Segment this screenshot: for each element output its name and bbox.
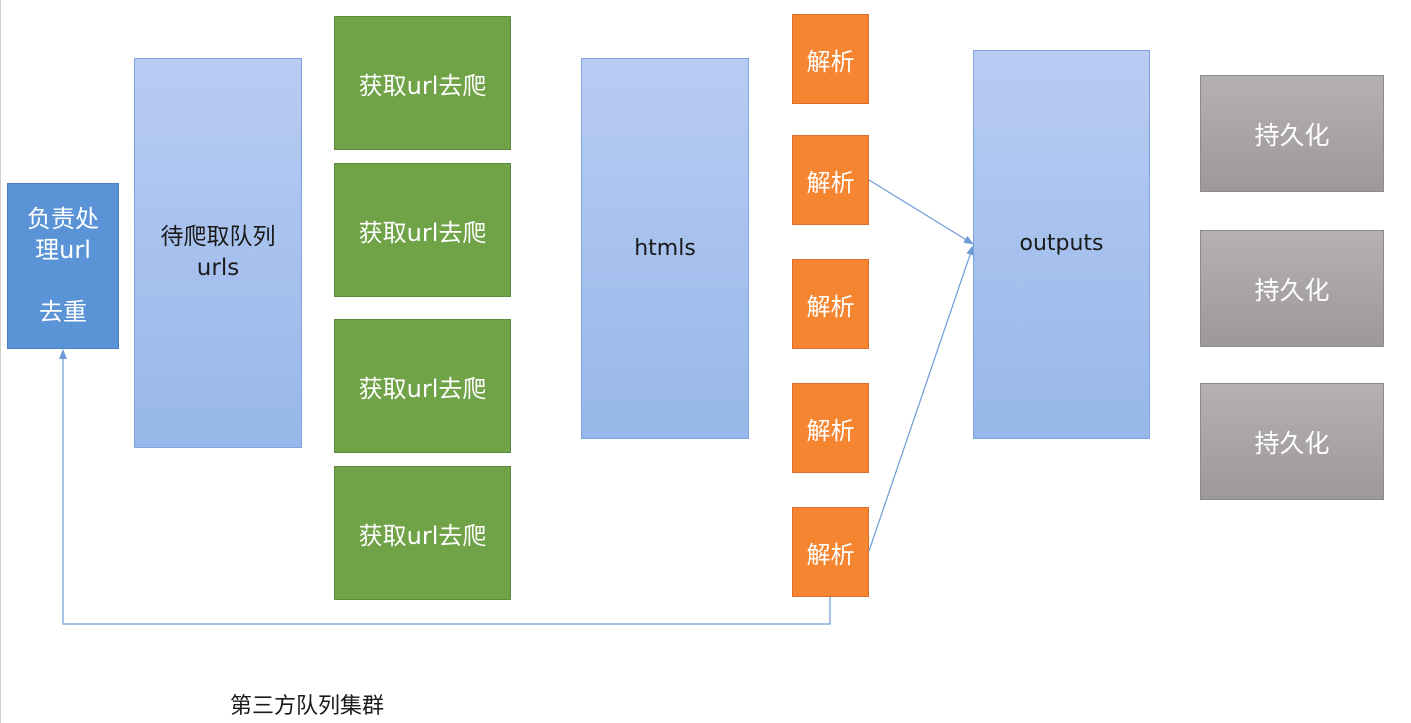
fetch-worker-box: 获取url去爬	[334, 163, 511, 297]
outputs-box: outputs	[973, 50, 1150, 439]
fetch-worker-label: 获取url去爬	[358, 374, 487, 403]
persist-label: 持久化	[1254, 120, 1330, 150]
fetch-worker-label: 获取url去爬	[358, 71, 487, 100]
parser-box: 解析	[792, 14, 869, 104]
pending-queue-label: 待爬取队列 urls	[160, 224, 276, 281]
parser-box: 解析	[792, 383, 869, 473]
persist-label: 持久化	[1254, 275, 1330, 305]
persist-box: 持久化	[1200, 383, 1384, 500]
parser-label: 解析	[806, 540, 855, 569]
persist-box: 持久化	[1200, 230, 1384, 347]
parser-box: 解析	[792, 259, 869, 349]
parser-label: 解析	[806, 168, 855, 197]
parser-label: 解析	[806, 47, 855, 76]
persist-label: 持久化	[1254, 428, 1330, 458]
parser-box: 解析	[792, 507, 869, 597]
pending-queue-box: 待爬取队列 urls	[134, 58, 302, 448]
outputs-label: outputs	[1019, 231, 1104, 256]
fetch-worker-box: 获取url去爬	[334, 16, 511, 150]
htmls-label: htmls	[634, 236, 696, 261]
persist-box: 持久化	[1200, 75, 1384, 192]
feedback-to-dedup-arrow	[59, 349, 831, 625]
fetch-worker-box: 获取url去爬	[334, 466, 511, 600]
fetch-worker-box: 获取url去爬	[334, 319, 511, 453]
dedup-box: 负责处 理url 去重	[7, 183, 119, 349]
dedup-label: 负责处 理url 去重	[27, 205, 99, 326]
parser-box: 解析	[792, 135, 869, 225]
diagram-caption: 第三方队列集群	[230, 694, 385, 719]
fetch-worker-label: 获取url去爬	[358, 218, 487, 247]
parser-label: 解析	[806, 416, 855, 445]
fetch-worker-label: 获取url去爬	[358, 521, 487, 550]
left-border-line	[0, 0, 1, 723]
htmls-box: htmls	[581, 58, 749, 439]
parser-label: 解析	[806, 292, 855, 321]
parser-to-outputs-arrow	[868, 179, 974, 245]
parser-to-outputs-arrow	[868, 245, 974, 552]
